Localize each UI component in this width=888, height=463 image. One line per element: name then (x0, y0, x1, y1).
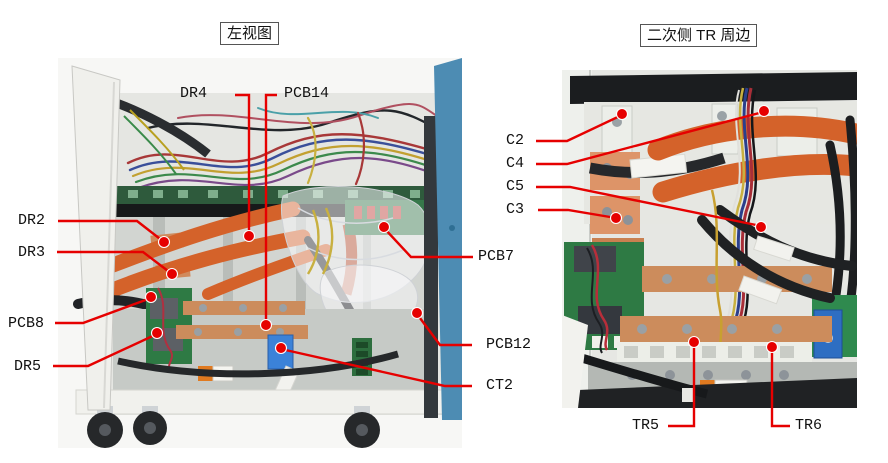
label-tr6: TR6 (795, 417, 823, 434)
white-clip (682, 388, 694, 402)
label-ct2: CT2 (486, 377, 514, 394)
left-photo-drawing (58, 58, 462, 448)
caster-wheel-left2 (133, 406, 167, 445)
label-tr5: TR5 (632, 417, 660, 434)
ct2-current-transformer (267, 334, 294, 370)
caster-wheel-right (344, 406, 380, 448)
right-photo-drawing (562, 70, 857, 408)
panel-screw (449, 225, 455, 231)
top-black-bar (570, 72, 857, 104)
label-c3: C3 (506, 201, 525, 218)
busbar-screws (194, 304, 287, 336)
sloped-panel (562, 315, 588, 408)
label-pcb8: PCB8 (8, 315, 45, 332)
black-signal-wire (586, 247, 604, 354)
label-pcb7: PCB7 (478, 248, 515, 265)
green-wire (123, 115, 177, 175)
left-figure-title: 左视图 (220, 22, 280, 45)
white-cable-sleeve (738, 275, 783, 305)
label-dr5: DR5 (14, 358, 42, 375)
yellow-wires (306, 207, 334, 275)
label-c4: C4 (506, 155, 525, 172)
right-black-cables (825, 115, 857, 310)
base-frame (75, 389, 449, 415)
secondary-tr-area-photo (562, 70, 857, 408)
red-twisted-wire (157, 287, 173, 371)
yellow-wire (129, 109, 185, 171)
label-dr4: DR4 (180, 85, 208, 102)
label-pcb12: PCB12 (486, 336, 532, 353)
label-dr3: DR3 (18, 244, 46, 261)
left-side-view-photo (58, 58, 462, 448)
label-c2: C2 (506, 132, 525, 149)
interior-shadow (424, 116, 438, 418)
white-cable-sleeve-2 (753, 235, 795, 262)
wire-harness-bundle (126, 103, 442, 190)
label-c5: C5 (506, 178, 525, 195)
label-dr2: DR2 (18, 212, 46, 229)
right-figure-title: 二次侧 TR 周边 (640, 24, 758, 47)
label-pcb14: PCB14 (284, 85, 330, 102)
red-twisted-wire (590, 244, 609, 351)
